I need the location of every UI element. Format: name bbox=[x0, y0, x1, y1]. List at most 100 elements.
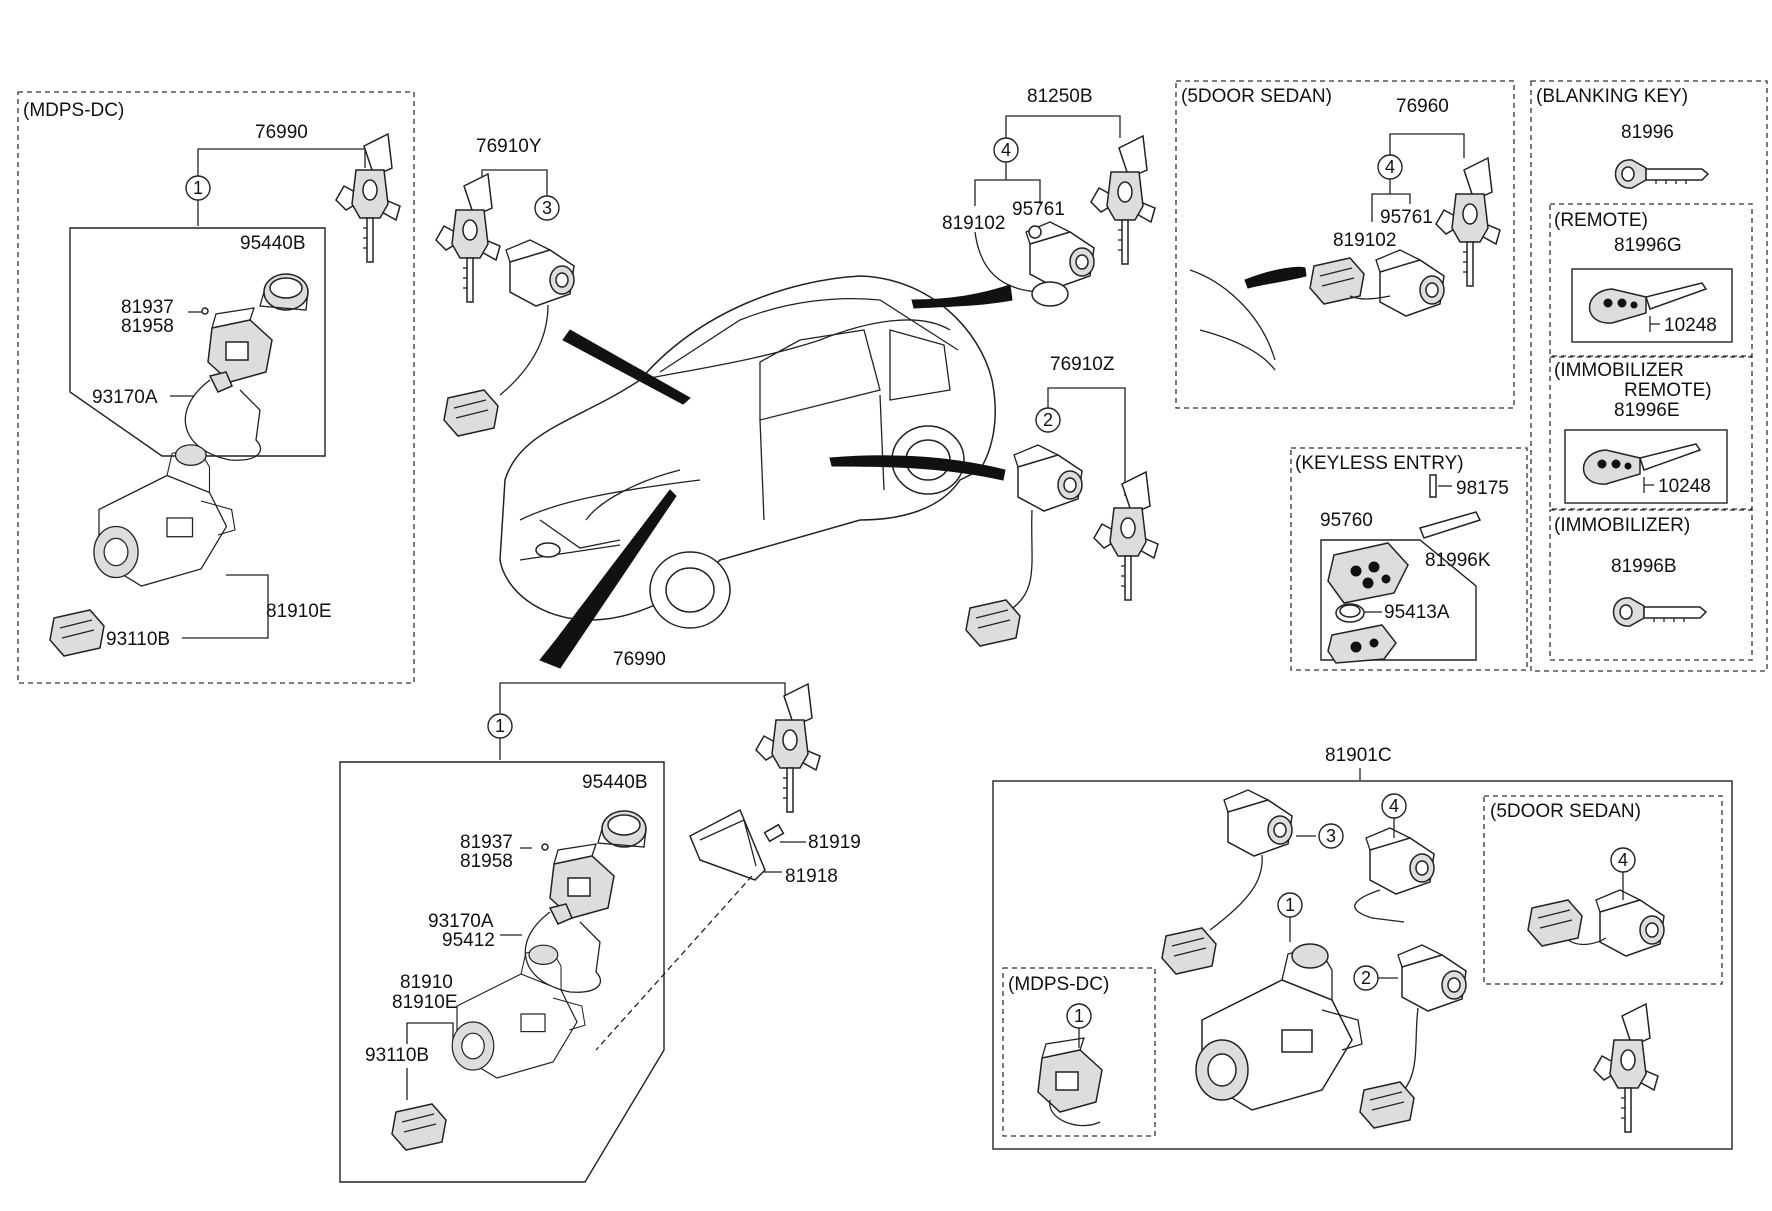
part-label-81901c: 81901C bbox=[1325, 745, 1392, 766]
part-label-93110b-bottom: 93110B bbox=[365, 1045, 429, 1066]
connector-icon bbox=[391, 1103, 447, 1151]
part-label-81910e-left: 81910E bbox=[266, 601, 332, 622]
group-label-immobilizer-remote-1: (IMMOBILIZER bbox=[1554, 360, 1684, 381]
svg-text:4: 4 bbox=[1389, 796, 1399, 816]
callout-2-81901c: 2 bbox=[1353, 965, 1379, 991]
key-icon bbox=[755, 683, 821, 813]
callout-2-76910z: 2 bbox=[1035, 407, 1061, 433]
svg-text:2: 2 bbox=[1361, 968, 1371, 988]
part-label-95412: 95412 bbox=[442, 930, 495, 951]
svg-text:1: 1 bbox=[495, 716, 505, 736]
connector-icon bbox=[1527, 899, 1583, 947]
part-label-81937-left: 81937 bbox=[121, 297, 174, 318]
svg-text:4: 4 bbox=[1001, 140, 1011, 160]
part-label-81958-left: 81958 bbox=[121, 316, 174, 337]
connector-icon bbox=[965, 599, 1021, 647]
part-label-81910: 81910 bbox=[400, 972, 453, 993]
mdps-switch-icon bbox=[1037, 1037, 1103, 1113]
steering-lock-icon bbox=[451, 944, 586, 1079]
svg-text:1: 1 bbox=[193, 178, 203, 198]
door-lock-icon bbox=[1013, 444, 1083, 512]
trunk-lock-icon bbox=[1365, 827, 1435, 895]
group-key-column: (BLANKING KEY) 81996 (REMOTE) 81996G 102… bbox=[1530, 80, 1768, 672]
group-mdps-dc-left: (MDPS-DC) 76990 1 95440B 81937 81958 931… bbox=[17, 91, 415, 684]
vehicle-illustration bbox=[499, 275, 996, 629]
part-label-819102-mid: 819102 bbox=[942, 213, 1005, 234]
blank-key-icon bbox=[1614, 159, 1709, 189]
svg-text:2: 2 bbox=[1043, 410, 1053, 430]
connector-icon bbox=[443, 389, 499, 437]
callout-3-81901c: 3 bbox=[1318, 823, 1344, 849]
svg-text:4: 4 bbox=[1385, 157, 1395, 177]
key-icon bbox=[1593, 1003, 1659, 1133]
svg-text:4: 4 bbox=[1618, 850, 1628, 870]
connector-icon bbox=[1309, 257, 1365, 305]
assembly-76990-bottom: 76990 1 95440B 81937 81958 93170A 95412 … bbox=[339, 649, 861, 1183]
part-label-76910y: 76910Y bbox=[476, 136, 542, 157]
connector-icon bbox=[49, 609, 105, 657]
svg-text:3: 3 bbox=[542, 198, 552, 218]
part-label-819102-top: 819102 bbox=[1333, 230, 1396, 251]
key-icon bbox=[435, 173, 501, 303]
lock-cylinder-icon bbox=[1223, 789, 1293, 857]
steering-lock-icon bbox=[93, 444, 236, 587]
part-label-95440b-bottom: 95440B bbox=[582, 772, 648, 793]
part-label-95760: 95760 bbox=[1320, 510, 1373, 531]
part-label-76990-bottom: 76990 bbox=[613, 649, 666, 670]
connector-icon bbox=[1359, 1081, 1415, 1129]
key-icon bbox=[1093, 471, 1159, 601]
key-icon bbox=[1435, 157, 1501, 287]
assembly-76910y: 76910Y 3 bbox=[435, 136, 575, 437]
group-5door-sedan-top: (5DOOR SEDAN) 76960 4 95761 819102 bbox=[1175, 80, 1515, 409]
fob-case-icon bbox=[1327, 624, 1397, 664]
group-label-immobilizer-remote-2: REMOTE) bbox=[1624, 380, 1712, 401]
part-label-81996g: 81996G bbox=[1614, 235, 1682, 256]
part-label-81919: 81919 bbox=[808, 832, 861, 853]
svg-text:1: 1 bbox=[1285, 895, 1295, 915]
callout-1-mdps-bottom: 1 bbox=[1066, 1003, 1092, 1029]
tailgate-lock-icon bbox=[1375, 249, 1445, 317]
tailgate-lock-icon bbox=[1595, 889, 1665, 957]
lock-cylinder-icon bbox=[505, 239, 575, 307]
part-label-81996k: 81996K bbox=[1425, 550, 1491, 571]
group-keyless-entry: (KEYLESS ENTRY) 98175 95760 81996K 95413… bbox=[1290, 447, 1528, 671]
connector-icon bbox=[1161, 927, 1217, 975]
switch-icon bbox=[207, 307, 273, 383]
part-label-98175: 98175 bbox=[1456, 478, 1509, 499]
part-label-95413a: 95413A bbox=[1384, 602, 1450, 623]
group-label-remote: (REMOTE) bbox=[1554, 210, 1648, 231]
group-label-immobilizer: (IMMOBILIZER) bbox=[1554, 515, 1690, 536]
part-label-81996e: 81996E bbox=[1614, 400, 1680, 421]
key-icon bbox=[335, 133, 401, 263]
callout-4-81250b: 4 bbox=[993, 137, 1019, 163]
group-label-keyless-entry: (KEYLESS ENTRY) bbox=[1295, 453, 1464, 474]
immobilizer-key-icon bbox=[1612, 597, 1707, 627]
pointer-wedges bbox=[539, 266, 1307, 669]
part-label-95440b-left: 95440B bbox=[240, 233, 306, 254]
part-label-93170a-left: 93170A bbox=[92, 387, 158, 408]
part-label-95761-mid: 95761 bbox=[1012, 199, 1065, 220]
callout-1-81901c: 1 bbox=[1277, 892, 1303, 918]
callout-4-5door-top: 4 bbox=[1377, 154, 1403, 180]
part-label-81250b: 81250B bbox=[1027, 86, 1093, 107]
assembly-81250b: 81250B 4 819102 95761 bbox=[942, 86, 1156, 307]
callout-3-76910y: 3 bbox=[534, 195, 560, 221]
keyless-fob-icon bbox=[1327, 542, 1409, 604]
callout-4-5door-bottom: 4 bbox=[1610, 847, 1636, 873]
part-label-81937-bottom: 81937 bbox=[460, 832, 513, 853]
group-label-mdps-dc-bottom: (MDPS-DC) bbox=[1008, 974, 1109, 995]
callout-1-left: 1 bbox=[185, 175, 211, 201]
part-label-81958-bottom: 81958 bbox=[460, 851, 513, 872]
part-label-10248-immobilizer: 10248 bbox=[1658, 476, 1711, 497]
ignition-cap-icon bbox=[259, 273, 309, 311]
group-label-blanking-key: (BLANKING KEY) bbox=[1536, 86, 1688, 107]
ignition-cap-icon bbox=[597, 810, 647, 848]
assembly-76910z: 76910Z 2 bbox=[965, 354, 1159, 647]
callout-1-bottom: 1 bbox=[487, 713, 513, 739]
part-label-93110b-left: 93110B bbox=[106, 629, 170, 650]
part-label-76910z: 76910Z bbox=[1050, 354, 1115, 375]
part-label-93170a-bottom: 93170A bbox=[428, 911, 494, 932]
part-label-76990-left: 76990 bbox=[255, 122, 308, 143]
group-81901c: 81901C 3 4 1 2 (5DO bbox=[992, 745, 1733, 1150]
part-label-81996: 81996 bbox=[1621, 122, 1674, 143]
